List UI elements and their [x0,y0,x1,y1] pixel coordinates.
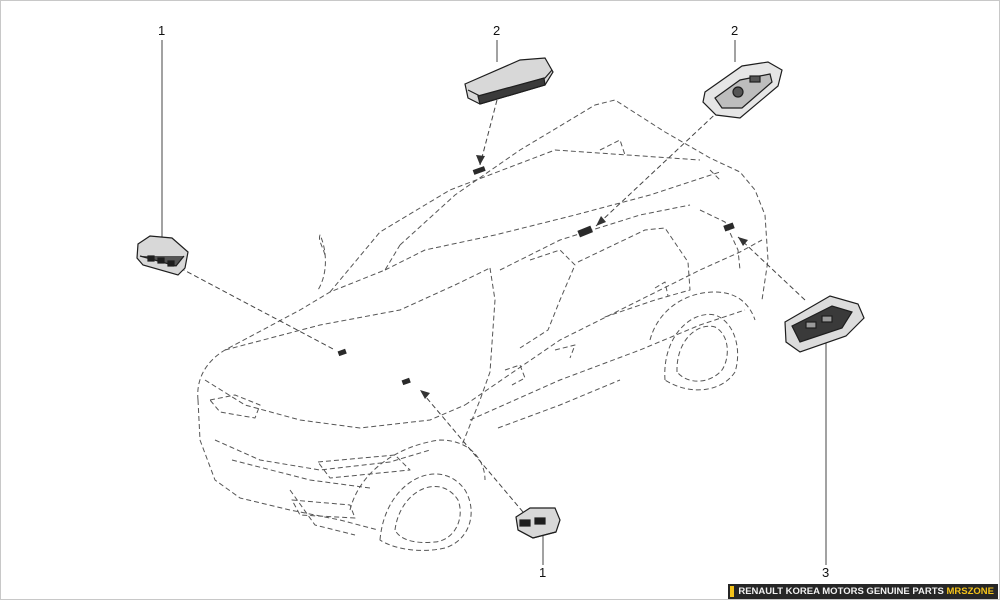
watermark-banner: RENAULT KOREA MOTORS GENUINE PARTS MRSZO… [728,584,998,599]
leader-arrows [420,155,748,399]
watermark-text: RENAULT KOREA MOTORS GENUINE PARTS [738,586,944,597]
callout-2-right: 2 [731,23,739,38]
watermark-brand: MRSZONE [946,586,995,597]
leader-lines [179,99,806,513]
callout-1-top: 1 [158,23,166,38]
part-room-lamp-right [702,61,783,119]
part-map-lamp-left [136,235,189,276]
callout-2-center: 2 [493,23,501,38]
part-map-lamp-bottom [515,507,561,539]
watermark-accent-bar [730,586,735,597]
part-vanity-lamp [784,295,865,353]
callout-1-bottom: 1 [539,565,547,580]
mount-points [337,166,735,386]
part-room-lamp-center [464,57,554,105]
callout-3: 3 [822,565,830,580]
vehicle-outline [197,99,769,551]
